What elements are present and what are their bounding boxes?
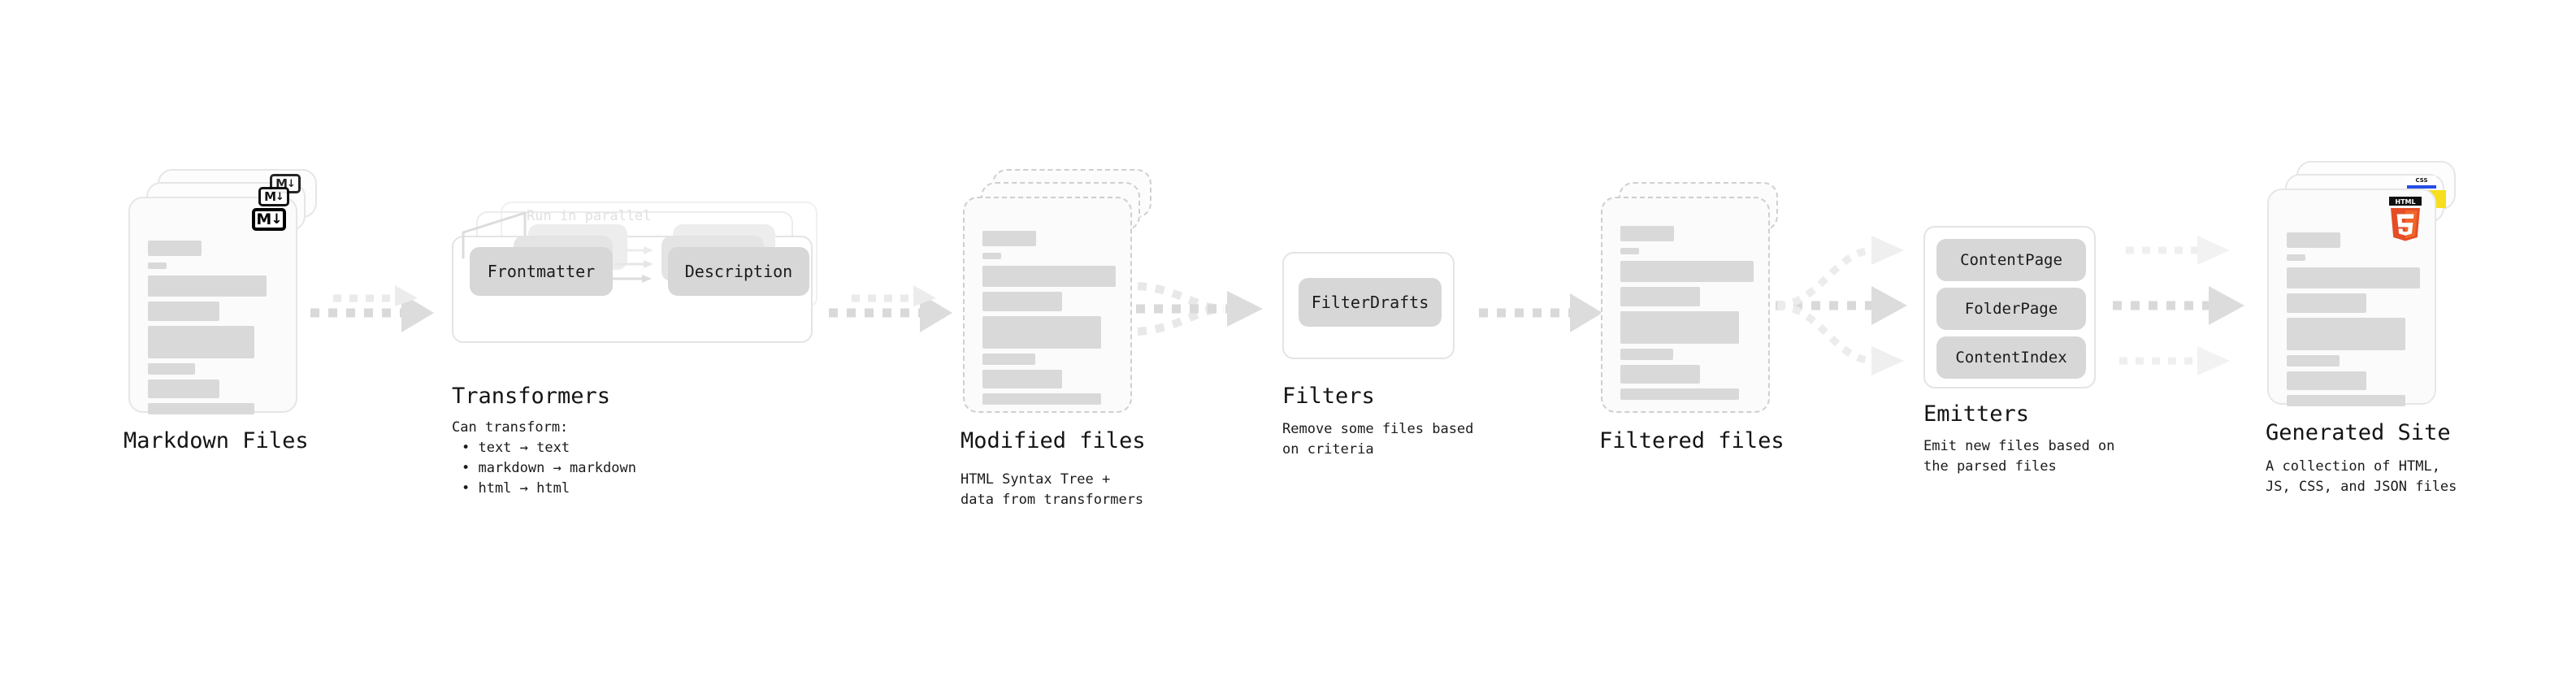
skeleton-line	[1620, 311, 1739, 344]
bullet-item: • html → html	[462, 480, 570, 497]
skeleton-line	[148, 241, 202, 256]
skeleton-line	[148, 363, 195, 375]
bullet-item: • text → text	[462, 440, 570, 456]
bullet-item: • markdown → markdown	[462, 460, 636, 476]
skeleton-line	[1620, 365, 1700, 384]
run-in-parallel-label: Run in parallel	[527, 208, 652, 224]
skeleton-line	[982, 266, 1116, 287]
modified-file-card-front	[963, 197, 1132, 413]
filter-pill-filterdrafts[interactable]: FilterDrafts	[1299, 278, 1442, 327]
emitter-pill-contentpage[interactable]: ContentPage	[1936, 239, 2086, 281]
stage-subtitle-transformers: Can transform:	[452, 419, 569, 436]
transformer-pill-description[interactable]: Description	[668, 247, 809, 296]
stage-title-markdown-files: Markdown Files	[124, 428, 309, 453]
stage-subtitle-generated-site: A collection of HTML, JS, CSS, and JSON …	[2266, 458, 2457, 495]
emitter-pill-folderpage[interactable]: FolderPage	[1936, 288, 2086, 330]
skeleton-line	[148, 326, 254, 358]
skeleton-line	[2287, 355, 2340, 367]
arrow-filtered-to-emitters	[1776, 236, 1907, 375]
filters-group-box: FilterDrafts	[1282, 252, 1455, 359]
arrow-filters-to-filtered	[1479, 293, 1602, 332]
markdown-file-card-front: M↓	[128, 197, 297, 414]
skeleton-line	[2287, 254, 2305, 261]
skeleton-line	[982, 231, 1036, 246]
skeleton-line	[1620, 261, 1754, 282]
skeleton-line	[2287, 267, 2420, 288]
skeleton-line	[1620, 349, 1673, 360]
skeleton-line	[982, 292, 1062, 311]
skeleton-line	[982, 253, 1001, 259]
emitters-group-box: ContentPage FolderPage ContentIndex	[1923, 226, 2096, 388]
arrow-markdown-to-transformers	[310, 285, 434, 332]
skeleton-line	[982, 370, 1062, 388]
skeleton-line	[148, 275, 267, 297]
skeleton-line	[148, 262, 167, 269]
arrow-modified-to-filters	[1136, 282, 1263, 336]
skeleton-line	[148, 380, 219, 398]
markdown-icon: M↓	[252, 208, 286, 231]
transformer-pill-frontmatter[interactable]: Frontmatter	[470, 247, 613, 296]
skeleton-line	[2287, 293, 2366, 313]
stage-title-modified-files: Modified files	[961, 428, 1146, 453]
skeleton-line	[2287, 232, 2340, 248]
markdown-icon-letter: M	[256, 210, 271, 228]
skeleton-line	[1620, 248, 1639, 254]
transformer-inner-arrows	[611, 246, 653, 283]
html5-icon: HTML	[2389, 197, 2422, 241]
skeleton-line	[1620, 287, 1700, 306]
markdown-icon-back-1: M↓	[258, 187, 289, 206]
stage-subtitle-emitters: Emit new files based on the parsed files	[1923, 438, 2115, 475]
skeleton-line	[148, 403, 254, 414]
skeleton-line	[1620, 226, 1674, 241]
stage-subtitle-modified-files: HTML Syntax Tree + data from transformer…	[961, 471, 1144, 508]
skeleton-line	[1620, 388, 1739, 400]
stage-subtitle-filters: Remove some files based on criteria	[1282, 421, 1474, 458]
transformers-bullet-list: • text → text • markdown → markdown • ht…	[462, 438, 636, 499]
arrow-transformers-to-modified	[829, 285, 952, 332]
parallel-bracket-icon	[462, 211, 527, 258]
filtered-file-card-front	[1601, 197, 1770, 413]
skeleton-line	[982, 393, 1101, 405]
skeleton-line	[2287, 395, 2405, 406]
stage-title-filtered-files: Filtered files	[1599, 428, 1785, 453]
emitter-pill-contentindex[interactable]: ContentIndex	[1936, 336, 2086, 379]
skeleton-line	[148, 301, 219, 321]
skeleton-line	[982, 354, 1035, 365]
skeleton-line	[2287, 318, 2405, 350]
stage-title-generated-site: Generated Site	[2266, 420, 2451, 445]
arrow-emitters-to-site	[2113, 236, 2244, 375]
svg-text:HTML: HTML	[2395, 198, 2415, 206]
skeleton-line	[2287, 371, 2366, 390]
skeleton-line	[982, 316, 1101, 349]
css-icon: CSS	[2407, 176, 2436, 189]
site-file-card-front: HTML	[2267, 189, 2436, 406]
stage-title-transformers: Transformers	[452, 384, 611, 409]
stage-title-filters: Filters	[1282, 384, 1375, 409]
stage-title-emitters: Emitters	[1923, 401, 2030, 427]
